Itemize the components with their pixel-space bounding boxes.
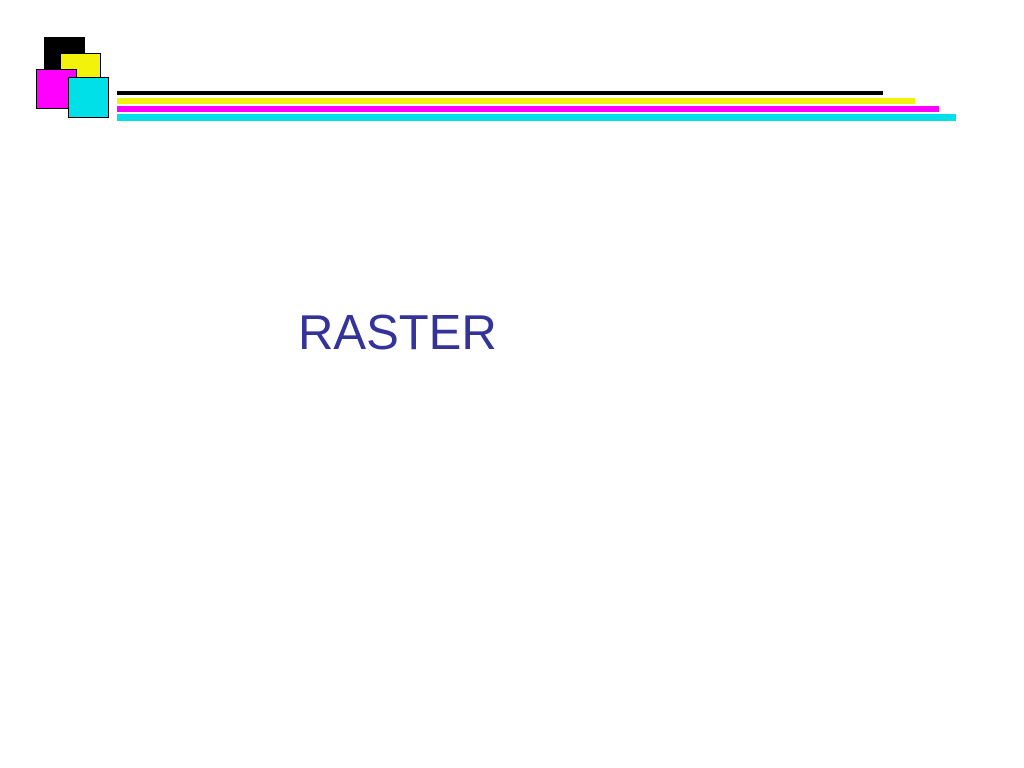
slide-title: RASTER xyxy=(298,306,497,360)
cyan-square-decoration xyxy=(68,77,109,118)
black-line-decoration xyxy=(117,91,883,95)
yellow-line-decoration xyxy=(117,98,915,104)
cyan-line-decoration xyxy=(117,114,956,121)
magenta-line-decoration xyxy=(117,106,939,112)
